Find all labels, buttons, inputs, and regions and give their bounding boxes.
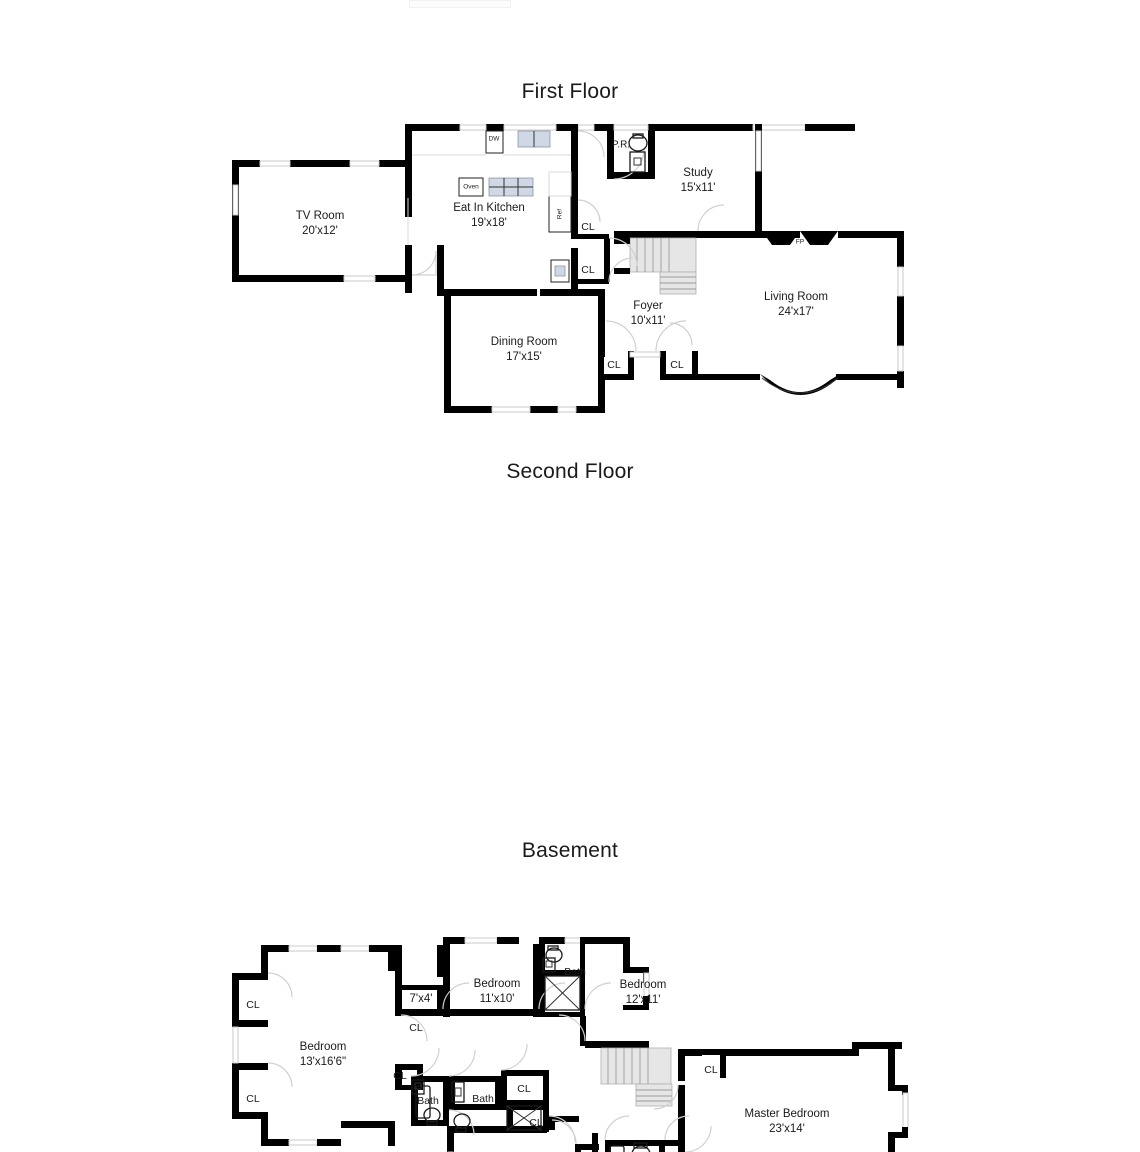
closet-label-1: CL (581, 221, 595, 233)
room-label-bedroom-2: Bedroom (474, 978, 521, 990)
basement-plan: W HVAC HVAC Workshop 19'x11'6" Laundry/U… (0, 862, 1140, 1152)
fireplace-label: FP (796, 239, 804, 246)
closet-label-s1: CL (246, 999, 260, 1011)
first-floor-walls (232, 124, 904, 413)
closet-label-s4: CL (393, 1070, 407, 1082)
top-clipped-element (409, 0, 511, 8)
closet-label-2: CL (581, 264, 595, 276)
room-dims-dining-room: 17'x15' (506, 351, 542, 363)
closet-label-s2: CL (246, 1093, 260, 1105)
room-label-living-room: Living Room (764, 291, 828, 303)
bath-label-2: Bath (417, 1095, 439, 1107)
closet-label-s5: CL (517, 1083, 531, 1095)
closet-label-s6: CL (529, 1117, 543, 1129)
bath-label-1: Bath (564, 966, 586, 978)
room-dims-master-bedroom: 23'x14' (769, 1123, 805, 1135)
bath-label-3: Bath (472, 1093, 494, 1105)
refrigerator-label: Ref (557, 209, 564, 219)
second-floor-title: Second Floor (506, 460, 634, 483)
room-dims-living-room: 24'x17' (778, 306, 814, 318)
second-floor-labels: Bedroom 13'x16'6" Bedroom 11'x10' Bedroo… (246, 966, 829, 1135)
powder-room-label: P.R. (612, 140, 630, 151)
room-dims-hall: 7'x4' (410, 993, 433, 1005)
dishwasher-label: DW (489, 136, 501, 143)
room-dims-bedroom-2: 11'x10' (480, 993, 515, 1005)
first-floor-labels: TV Room 20'x12' Eat In Kitchen 19'x18' D… (296, 140, 828, 371)
closet-label-s3: CL (409, 1022, 423, 1034)
room-label-bedroom-3: Bedroom (620, 979, 667, 991)
first-floor-title: First Floor (521, 80, 619, 103)
room-label-foyer: Foyer (633, 300, 663, 312)
second-floor-fixtures (411, 945, 651, 1152)
second-floor-doors (267, 972, 712, 1152)
room-label-dining-room: Dining Room (491, 336, 557, 348)
room-dims-bedroom-3: 12'x11' (626, 994, 661, 1006)
closet-label-3: CL (607, 359, 621, 371)
room-dims-study: 15'x11' (681, 182, 716, 194)
first-floor-plan: DW Oven Ref TV Room 20'x12' Eat In Kitch (232, 124, 904, 413)
room-dims-foyer: 10'x11' (631, 315, 666, 327)
room-label-kitchen: Eat In Kitchen (453, 202, 525, 214)
room-label-bedroom-1: Bedroom (300, 1041, 347, 1053)
basement-title: Basement (521, 839, 619, 862)
room-dims-tv-room: 20'x12' (302, 225, 338, 237)
closet-label-4: CL (670, 359, 684, 371)
first-floor-fixtures: DW Oven Ref (412, 130, 648, 283)
room-dims-kitchen: 19'x18' (471, 217, 507, 229)
first-floor-doors (577, 130, 725, 352)
room-label-master-bedroom: Master Bedroom (744, 1108, 829, 1120)
room-label-tv-room: TV Room (296, 210, 345, 222)
oven-label: Oven (463, 184, 479, 191)
room-label-study: Study (683, 167, 713, 179)
room-dims-bedroom-1: 13'x16'6" (300, 1056, 346, 1068)
second-floor-plan: Bedroom 13'x16'6" Bedroom 11'x10' Bedroo… (232, 937, 909, 1152)
closet-label-s7: CL (704, 1064, 718, 1076)
